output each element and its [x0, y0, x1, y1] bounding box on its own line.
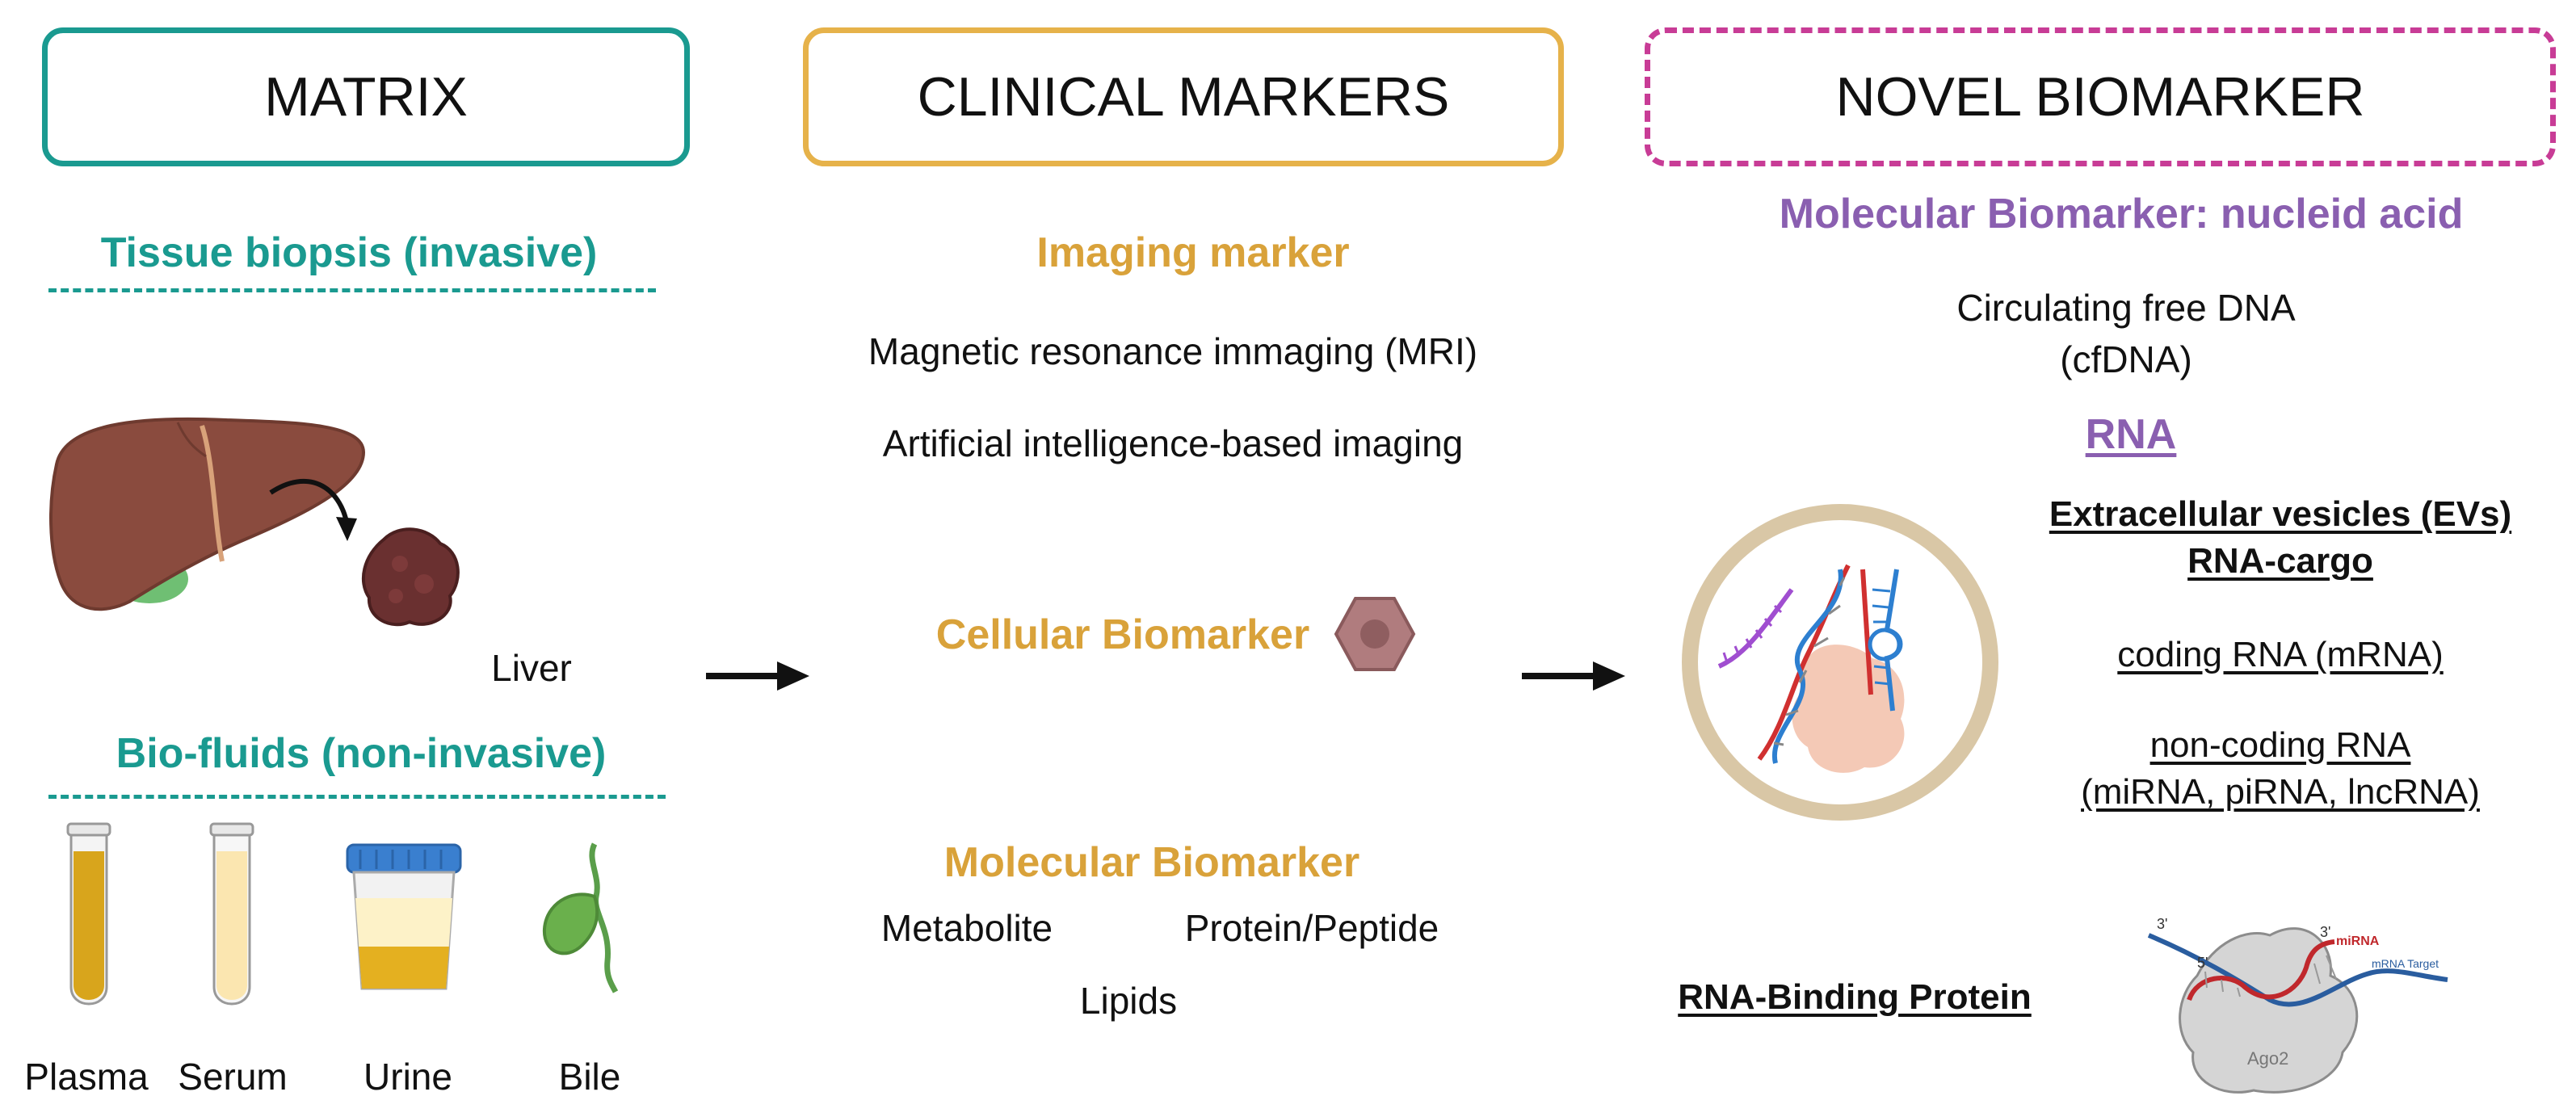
ev-line1: Extracellular vesicles (EVs) [2049, 494, 2512, 534]
urine-label: Urine [363, 1056, 452, 1098]
urine-cup-icon [346, 843, 462, 990]
molecular-item-lipids: Lipids [1079, 980, 1178, 1022]
biopsy-arrow-icon [269, 478, 357, 541]
novel-biomarker-header: NOVEL BIOMARKER [1645, 27, 2556, 166]
coding-rna-label: coding RNA (mRNA) [2117, 635, 2444, 674]
clinical-markers-header-text: CLINICAL MARKERS [917, 66, 1450, 128]
ago2-five-prime: 5' [2197, 955, 2208, 971]
right-arrow-icon [706, 661, 809, 691]
bio-fluids-title: Bio-fluids (non-invasive) [116, 730, 607, 777]
cfdna-line2: (cfDNA) [2060, 338, 2192, 380]
plasma-label: Plasma [24, 1056, 149, 1098]
tissue-divider [48, 288, 656, 292]
tumor-tissue-icon [361, 527, 460, 627]
serum-tube-icon [209, 822, 254, 1006]
ago2-three-prime-left: 3' [2157, 916, 2167, 932]
ev-line2: RNA-cargo [2187, 541, 2373, 581]
molecular-item-protein: Protein/Peptide [1184, 907, 1439, 949]
tissue-biopsis-title: Tissue biopsis (invasive) [100, 229, 598, 276]
right-arrow-icon [1522, 661, 1625, 691]
imaging-marker-title: Imaging marker [1036, 229, 1350, 276]
noncoding-line1: non-coding RNA [2149, 725, 2411, 765]
ago2-target-label: mRNA Target [2372, 957, 2439, 970]
novel-biomarker-header-text: NOVEL BIOMARKER [1835, 66, 2365, 128]
imaging-item-mri: Magnetic resonance immaging (MRI) [868, 330, 1478, 372]
molecular-biomarker-title: Molecular Biomarker [943, 839, 1360, 886]
matrix-header: MATRIX [42, 27, 690, 166]
fluids-divider [48, 795, 666, 799]
liver-icon [49, 417, 366, 611]
extracellular-vesicle-icon [1682, 504, 1998, 821]
noncoding-line2: (miRNA, piRNA, lncRNA) [2081, 772, 2480, 812]
rna-binding-protein-label: RNA-Binding Protein [1678, 977, 2032, 1017]
ago2-protein-label: Ago2 [2247, 1048, 2288, 1069]
rna-label: RNA [2085, 411, 2177, 458]
hexagon-cell-icon [1334, 597, 1416, 671]
nucleic-acid-subtitle: Molecular Biomarker: nucleid acid [1779, 191, 2464, 237]
ago2-complex-icon: 3' 5' 3' miRNA mRNA Target Ago2 [2147, 916, 2448, 1094]
serum-label: Serum [178, 1056, 288, 1098]
clinical-markers-header: CLINICAL MARKERS [803, 27, 1564, 166]
bile-label: Bile [558, 1056, 621, 1098]
imaging-item-ai: Artificial intelligence-based imaging [882, 422, 1464, 464]
gallbladder-icon [542, 842, 619, 993]
cfdna-line1: Circulating free DNA [1956, 287, 2296, 329]
cellular-biomarker-title: Cellular Biomarker [935, 611, 1310, 658]
matrix-header-text: MATRIX [264, 66, 468, 128]
plasma-tube-icon [66, 822, 111, 1006]
molecular-item-metabolite: Metabolite [880, 907, 1053, 949]
liver-label: Liver [491, 647, 572, 689]
ago2-mirna-label: miRNA [2336, 934, 2380, 948]
ago2-three-prime-right: 3' [2320, 924, 2330, 940]
